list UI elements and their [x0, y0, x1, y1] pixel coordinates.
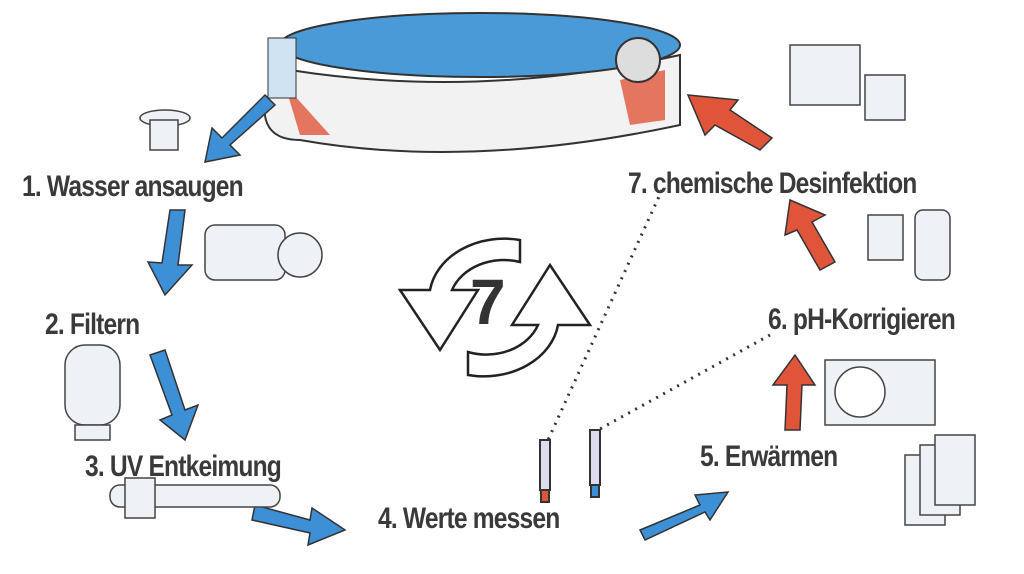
step-4-label: 4. Werte messen	[378, 502, 560, 535]
pump-icon	[204, 224, 323, 281]
arrow-8	[686, 94, 774, 151]
arrow-4	[251, 504, 347, 547]
test-probes	[539, 429, 601, 503]
arrow-2	[146, 209, 194, 297]
device-illustrations	[64, 44, 976, 526]
cycle-number: 7	[470, 266, 506, 338]
step-7-label: 7. chemische Desinfektion	[628, 167, 917, 200]
step-1-label: 1. Wasser ansaugen	[22, 170, 244, 203]
sand-filter-icon	[64, 344, 121, 441]
pool-illustration	[263, 12, 681, 153]
arrow-6	[771, 353, 817, 431]
arrow-1	[204, 93, 277, 163]
uv-lamp-icon	[109, 477, 281, 519]
ph-doser-icon	[867, 209, 951, 281]
cycle-icon	[397, 237, 593, 378]
step-5-label: 5. Erwärmen	[700, 440, 838, 473]
step-3-label: 3. UV Entkeimung	[85, 450, 282, 483]
step-2-label: 2. Filtern	[45, 308, 140, 341]
arrow-7	[784, 198, 837, 272]
arrow-5	[638, 491, 730, 541]
flow-arrows-red	[686, 94, 837, 431]
dosing-station-icon	[789, 44, 906, 121]
skimmer-icon	[139, 109, 191, 151]
solar-panels-icon	[904, 434, 976, 526]
step-6-label: 6. pH-Korrigieren	[768, 303, 956, 336]
heat-pump-icon	[824, 359, 936, 426]
flow-arrows-blue	[146, 93, 730, 547]
arrow-3	[149, 349, 200, 442]
probe-lines	[546, 189, 771, 441]
